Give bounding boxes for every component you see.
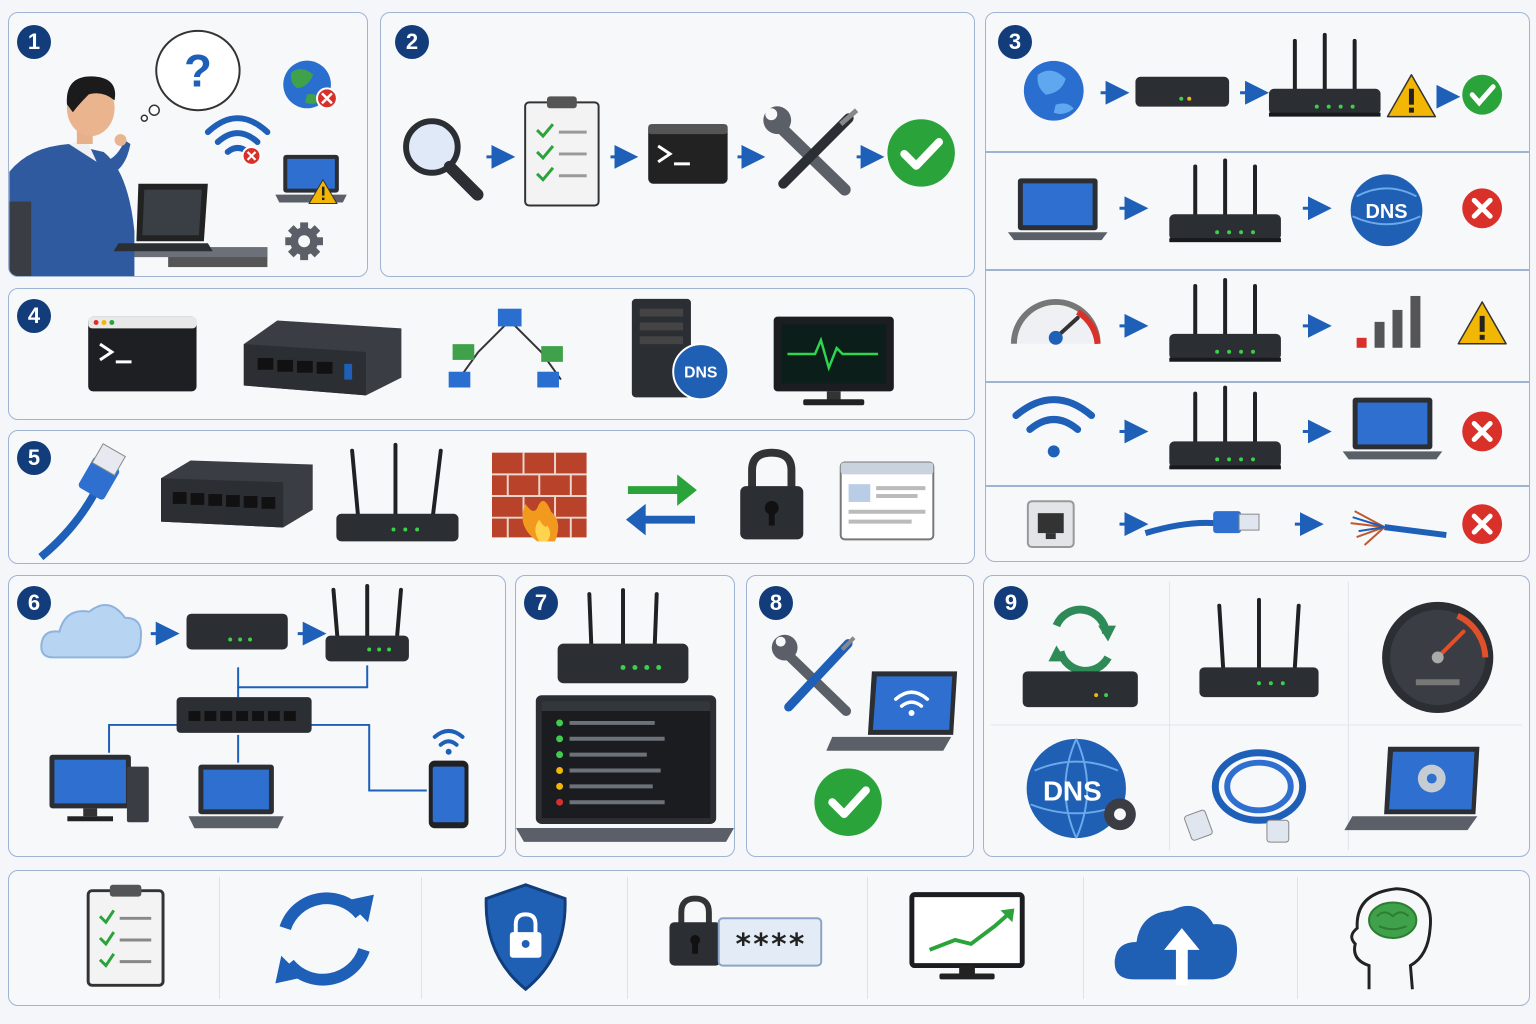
step-5-badge: 5 xyxy=(17,441,51,475)
wifi-error-icon xyxy=(204,115,271,166)
wrench-screwdriver-icon xyxy=(771,634,856,716)
modem-icon xyxy=(186,613,288,650)
thought-bubble-question-icon: ? xyxy=(140,29,241,122)
gear-icon xyxy=(285,222,323,261)
brain-head-icon xyxy=(1350,887,1432,990)
step-9-panel: DNS 9 xyxy=(983,575,1530,857)
checklist-icon xyxy=(524,96,600,207)
ethernet-cable-icon xyxy=(1144,511,1260,536)
router-icon xyxy=(1167,278,1283,364)
step-7-panel: 7 xyxy=(515,575,735,857)
step-4-panel: DNS 4 xyxy=(8,288,975,420)
dns-label: DNS xyxy=(684,365,717,382)
step-3-badge: 3 xyxy=(998,25,1032,59)
router-icon xyxy=(325,583,409,662)
step-2-badge: 2 xyxy=(395,25,429,59)
laptop-gear-icon xyxy=(1344,746,1480,831)
connection-lines xyxy=(108,665,427,792)
step-7-badge: 7 xyxy=(524,586,558,620)
check-circle-icon xyxy=(814,768,882,836)
step-5-panel: 5 xyxy=(8,430,975,564)
browser-window-icon xyxy=(839,461,935,541)
row-divider xyxy=(986,485,1529,487)
network-switch-icon xyxy=(176,697,312,733)
shield-lock-icon xyxy=(484,883,567,992)
row-divider xyxy=(986,269,1529,271)
monitor-trend-icon xyxy=(909,892,1025,980)
step-9-badge: 9 xyxy=(994,586,1028,620)
laptop-icon xyxy=(1342,397,1443,460)
signal-bars-icon xyxy=(1356,295,1421,348)
desktop-icon xyxy=(49,754,149,823)
check-circle-icon xyxy=(887,119,955,187)
laptop-icon xyxy=(1007,178,1108,241)
firewall-icon xyxy=(491,452,587,542)
network-switch-icon xyxy=(161,460,313,528)
dns-label: DNS xyxy=(1366,201,1408,223)
router-restart-icon xyxy=(1022,605,1138,708)
broken-cable-icon xyxy=(1350,510,1447,546)
step-2-panel: 2 xyxy=(380,12,975,277)
laptop-icon xyxy=(188,764,284,829)
smartphone-wifi-icon xyxy=(428,728,469,829)
step-8-badge: 8 xyxy=(759,586,793,620)
router-icon xyxy=(557,588,689,684)
error-circle-icon xyxy=(1462,504,1502,544)
globe-icon xyxy=(1023,60,1084,121)
dns-gear-icon: DNS xyxy=(1026,738,1136,839)
grid-dividers xyxy=(990,581,1523,851)
terminal-icon xyxy=(88,316,197,392)
password-field-icon: **** xyxy=(669,895,823,967)
router-icon xyxy=(1199,597,1319,698)
network-topology-icon xyxy=(448,308,563,388)
wrench-screwdriver-icon xyxy=(763,106,859,196)
warning-icon xyxy=(1457,301,1507,345)
router-icon xyxy=(1266,32,1383,119)
dns-label: DNS xyxy=(1043,775,1102,806)
ethernet-port-icon xyxy=(1026,500,1075,549)
refresh-icon xyxy=(275,892,374,986)
step-3-panel: DNS 3 xyxy=(985,12,1530,562)
monitor-pulse-icon xyxy=(773,316,894,406)
network-switch-icon xyxy=(243,320,402,396)
laptop-warning-icon xyxy=(275,154,347,205)
padlock-icon xyxy=(740,448,804,540)
step-6-badge: 6 xyxy=(17,586,51,620)
password-mask: **** xyxy=(734,927,805,961)
checklist-icon xyxy=(86,884,165,987)
question-mark: ? xyxy=(184,45,212,96)
step-1-badge: 1 xyxy=(17,25,51,59)
warning-icon xyxy=(1386,74,1437,118)
laptop-wifi-icon xyxy=(826,671,958,751)
globe-error-icon xyxy=(283,60,338,110)
cloud-icon xyxy=(40,604,143,659)
footer-icon-strip: **** xyxy=(8,870,1530,1006)
error-circle-icon xyxy=(1462,188,1502,228)
step-4-badge: 4 xyxy=(17,299,51,333)
ethernet-cable-icon xyxy=(38,443,126,561)
router-icon xyxy=(1167,385,1283,472)
terminal-icon xyxy=(648,124,728,184)
laptop-status-list-icon xyxy=(516,695,734,842)
dns-globe-icon: DNS xyxy=(1350,174,1423,247)
dns-server-icon: DNS xyxy=(631,298,730,401)
modem-icon xyxy=(1135,76,1230,107)
row-divider xyxy=(986,381,1529,383)
router-icon xyxy=(336,442,459,542)
step-1-panel: ? xyxy=(8,12,368,277)
step-6-panel: 6 xyxy=(8,575,506,857)
transfer-arrows-icon xyxy=(625,474,697,536)
check-circle-icon xyxy=(1462,74,1503,115)
error-circle-icon xyxy=(1462,412,1502,452)
speedometer-icon xyxy=(1382,601,1494,714)
magnifier-icon xyxy=(403,118,484,201)
speedometer-icon xyxy=(1010,299,1101,345)
wifi-icon xyxy=(1012,396,1096,458)
step-8-panel: 8 xyxy=(746,575,974,857)
cloud-upload-icon xyxy=(1114,905,1238,986)
user-at-laptop-icon xyxy=(9,76,268,276)
router-icon xyxy=(1167,158,1283,245)
ethernet-cable-icon xyxy=(1184,749,1307,843)
row-divider xyxy=(986,151,1529,153)
